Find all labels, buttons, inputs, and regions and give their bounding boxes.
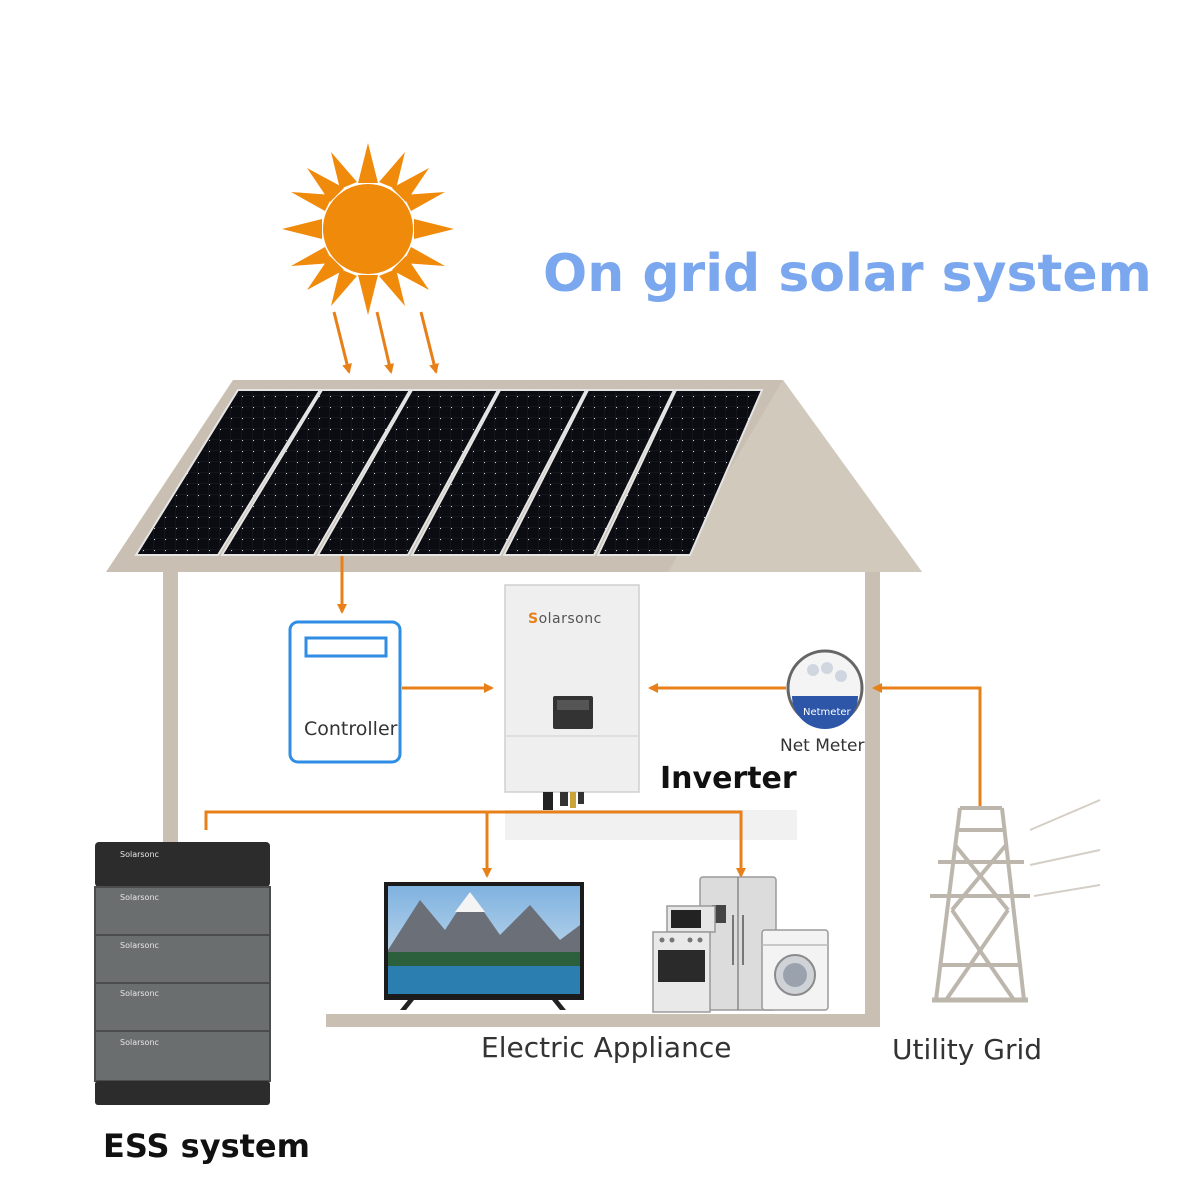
tv-icon bbox=[384, 882, 584, 1010]
inverter-brand: Solarsonc bbox=[528, 611, 602, 627]
net-meter-face-text: Netmeter bbox=[803, 707, 851, 718]
sun-icon bbox=[282, 143, 454, 315]
controller-label: Controller bbox=[304, 718, 398, 740]
battery-brand-1: Solarsonc bbox=[120, 893, 159, 902]
diagram-title: On grid solar system bbox=[543, 244, 1152, 304]
battery-stack-icon bbox=[94, 842, 271, 1105]
distribution-arrows bbox=[204, 810, 746, 878]
ess-system-label: ESS system bbox=[103, 1127, 310, 1165]
inverter-icon bbox=[504, 584, 797, 840]
battery-brand-4: Solarsonc bbox=[120, 1038, 159, 1047]
solar-panel-icon bbox=[134, 389, 764, 556]
net-meter-label: Net Meter bbox=[780, 736, 865, 756]
utility-grid-label: Utility Grid bbox=[892, 1033, 1043, 1066]
battery-brand-3: Solarsonc bbox=[120, 989, 159, 998]
grid-to-meter-arrow bbox=[872, 683, 982, 808]
electric-appliance-label: Electric Appliance bbox=[481, 1031, 732, 1064]
power-tower-icon bbox=[930, 799, 1101, 1003]
sunlight-arrows bbox=[332, 311, 439, 374]
battery-brand-2: Solarsonc bbox=[120, 941, 159, 950]
controller-icon bbox=[288, 620, 402, 764]
kitchen-appliances-icon bbox=[652, 876, 829, 1013]
battery-brand-top: Solarsonc bbox=[120, 850, 159, 859]
inverter-label: Inverter bbox=[660, 761, 797, 796]
net-meter-icon bbox=[786, 649, 864, 729]
